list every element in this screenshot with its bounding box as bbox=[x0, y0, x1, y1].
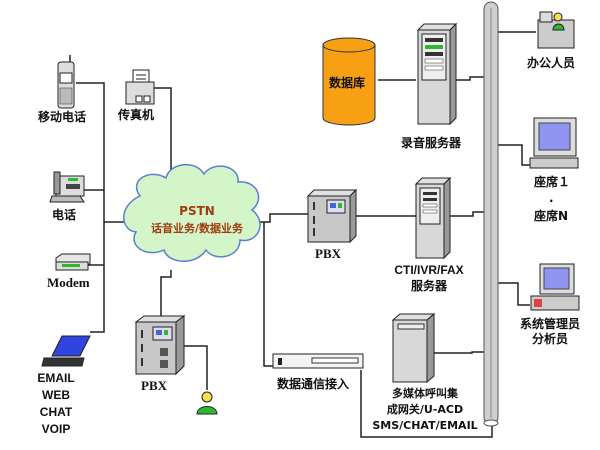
cloud-title: PSTN bbox=[179, 204, 215, 218]
agent-computer-icon bbox=[529, 117, 579, 169]
fax-link bbox=[152, 87, 172, 176]
multimedia-gateway-label: 多媒体呼叫集 成网关/U-ACD SMS/CHAT/EMAIL bbox=[370, 386, 480, 434]
multimedia-gateway-line3: SMS/CHAT/EMAIL bbox=[372, 419, 478, 432]
pbx-left-icon bbox=[134, 315, 186, 376]
mm-bus-link bbox=[433, 351, 490, 354]
agent-1-label: 座席１ bbox=[534, 175, 571, 189]
pstn-cloud bbox=[123, 164, 261, 262]
agent-n-label: 座席N bbox=[534, 209, 569, 223]
laptop-icon bbox=[41, 335, 91, 367]
admin-label-line2: 分析员 bbox=[531, 332, 568, 346]
data-access-device-icon bbox=[272, 353, 364, 369]
service-voip: VOIP bbox=[41, 422, 71, 436]
cti-server-label-line2: 服务器 bbox=[410, 279, 447, 293]
backbone-bus bbox=[483, 1, 499, 427]
admin-link bbox=[498, 282, 530, 306]
database-label: 数据库 bbox=[329, 76, 366, 90]
laptop-services-label: EMAIL WEB CHAT VOIP bbox=[36, 370, 76, 438]
trunk-line-left bbox=[76, 82, 105, 333]
data-access-bus-link bbox=[360, 370, 493, 438]
telephone-icon bbox=[49, 171, 85, 203]
cloud-pbx-right-link bbox=[258, 213, 308, 223]
phone-label: 电话 bbox=[52, 208, 77, 222]
multimedia-gateway-line1: 多媒体呼叫集 bbox=[392, 387, 458, 400]
multimedia-gateway-line2: 成网关/U-ACD bbox=[386, 403, 464, 416]
modem-label: Modem bbox=[47, 275, 90, 290]
service-web: WEB bbox=[42, 388, 70, 402]
recording-server-icon bbox=[416, 22, 458, 126]
pbx-right-icon bbox=[306, 188, 358, 244]
database-icon bbox=[322, 37, 376, 126]
admin-label: 系统管理员 分析员 bbox=[518, 317, 582, 347]
service-email: EMAIL bbox=[37, 371, 75, 385]
cti-bus-link bbox=[448, 211, 490, 217]
modem-icon bbox=[55, 253, 91, 271]
pbx-right-label: PBX bbox=[315, 246, 341, 261]
connection-lines bbox=[76, 31, 536, 438]
pbx-left-label: PBX bbox=[141, 378, 167, 393]
cloud-pbx-left-link bbox=[160, 270, 172, 322]
data-access-label: 数据通信接入 bbox=[277, 377, 350, 391]
recording-server-label: 录音服务器 bbox=[401, 136, 462, 150]
cti-server-label: CTI/IVR/FAX 服务器 bbox=[389, 262, 469, 294]
data-access-link bbox=[263, 222, 273, 367]
office-staff-label: 办公人员 bbox=[527, 56, 576, 70]
recorder-bus-link bbox=[456, 76, 490, 81]
cti-ivr-fax-server-icon bbox=[414, 176, 452, 260]
agent-link bbox=[498, 144, 533, 166]
fax-label: 传真机 bbox=[118, 108, 155, 122]
user-person-icon bbox=[196, 391, 218, 415]
mobile-phone-icon bbox=[57, 55, 75, 109]
admin-computer-icon bbox=[530, 263, 580, 311]
pbx-person-link bbox=[180, 345, 208, 390]
service-chat: CHAT bbox=[39, 405, 73, 419]
multimedia-gateway-server-icon bbox=[391, 312, 436, 384]
mobile-phone-label: 移动电话 bbox=[38, 110, 87, 124]
admin-label-line1: 系统管理员 bbox=[519, 317, 580, 331]
agent-ellipsis: · bbox=[549, 194, 554, 208]
fax-machine-icon bbox=[125, 69, 155, 105]
office-staff-icon bbox=[537, 11, 575, 49]
cti-server-label-line1: CTI/IVR/FAX bbox=[394, 263, 464, 277]
cloud-subtitle: 话音业务/数据业务 bbox=[150, 222, 244, 235]
